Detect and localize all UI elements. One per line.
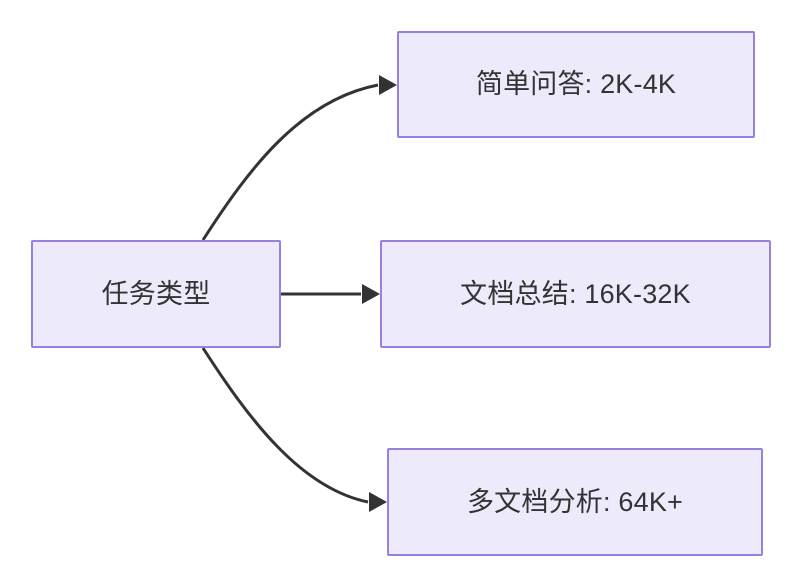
node-multi-doc[interactable]: 多文档分析: 64K+ — [387, 448, 763, 556]
arrowhead-icon — [379, 75, 397, 95]
node-simple-qa[interactable]: 简单问答: 2K-4K — [397, 31, 755, 138]
node-multi-doc-label: 多文档分析: 64K+ — [466, 486, 683, 517]
node-doc-summary-label: 文档总结: 16K-32K — [460, 278, 691, 309]
node-doc-summary[interactable]: 文档总结: 16K-32K — [380, 240, 771, 348]
edge-root-to-multi-doc — [201, 347, 387, 512]
arrowhead-icon — [362, 284, 380, 304]
node-task-type-label: 任务类型 — [101, 278, 211, 309]
edge-root-to-doc-summary — [281, 284, 380, 304]
node-simple-qa-label: 简单问答: 2K-4K — [475, 69, 677, 100]
arrowhead-icon — [369, 492, 387, 512]
edge-root-to-simple-qa — [201, 75, 397, 241]
node-task-type[interactable]: 任务类型 — [31, 240, 281, 348]
